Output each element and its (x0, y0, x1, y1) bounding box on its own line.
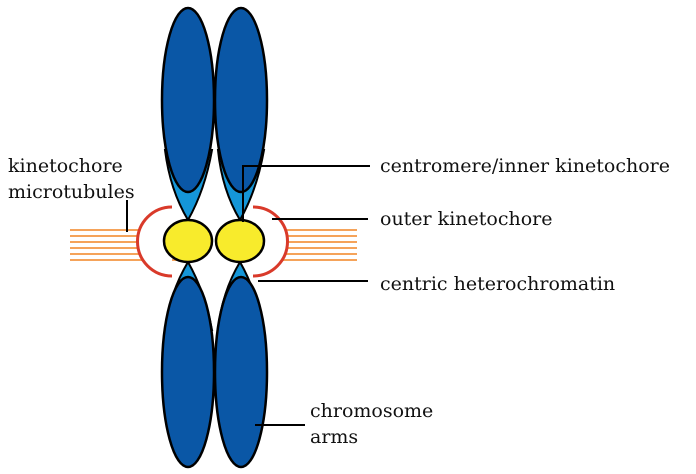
lower-left-arm (162, 277, 214, 467)
centromeres (164, 220, 264, 262)
label-chromosome: chromosome (310, 400, 433, 422)
label-kinetochore: kinetochore (8, 155, 123, 177)
label-centromere-inner-kinetochore: centromere/inner kinetochore (380, 155, 670, 177)
centromere-left (164, 220, 212, 262)
upper-left-arm (162, 8, 214, 192)
label-centric-heterochromatin: centric heterochromatin (380, 273, 615, 295)
label-arms: arms (310, 426, 358, 448)
label-outer-kinetochore: outer kinetochore (380, 208, 552, 230)
centromere-right (216, 220, 264, 262)
lower-right-arm (215, 277, 267, 467)
upper-right-arm (215, 8, 267, 192)
label-microtubules: microtubules (8, 181, 135, 203)
